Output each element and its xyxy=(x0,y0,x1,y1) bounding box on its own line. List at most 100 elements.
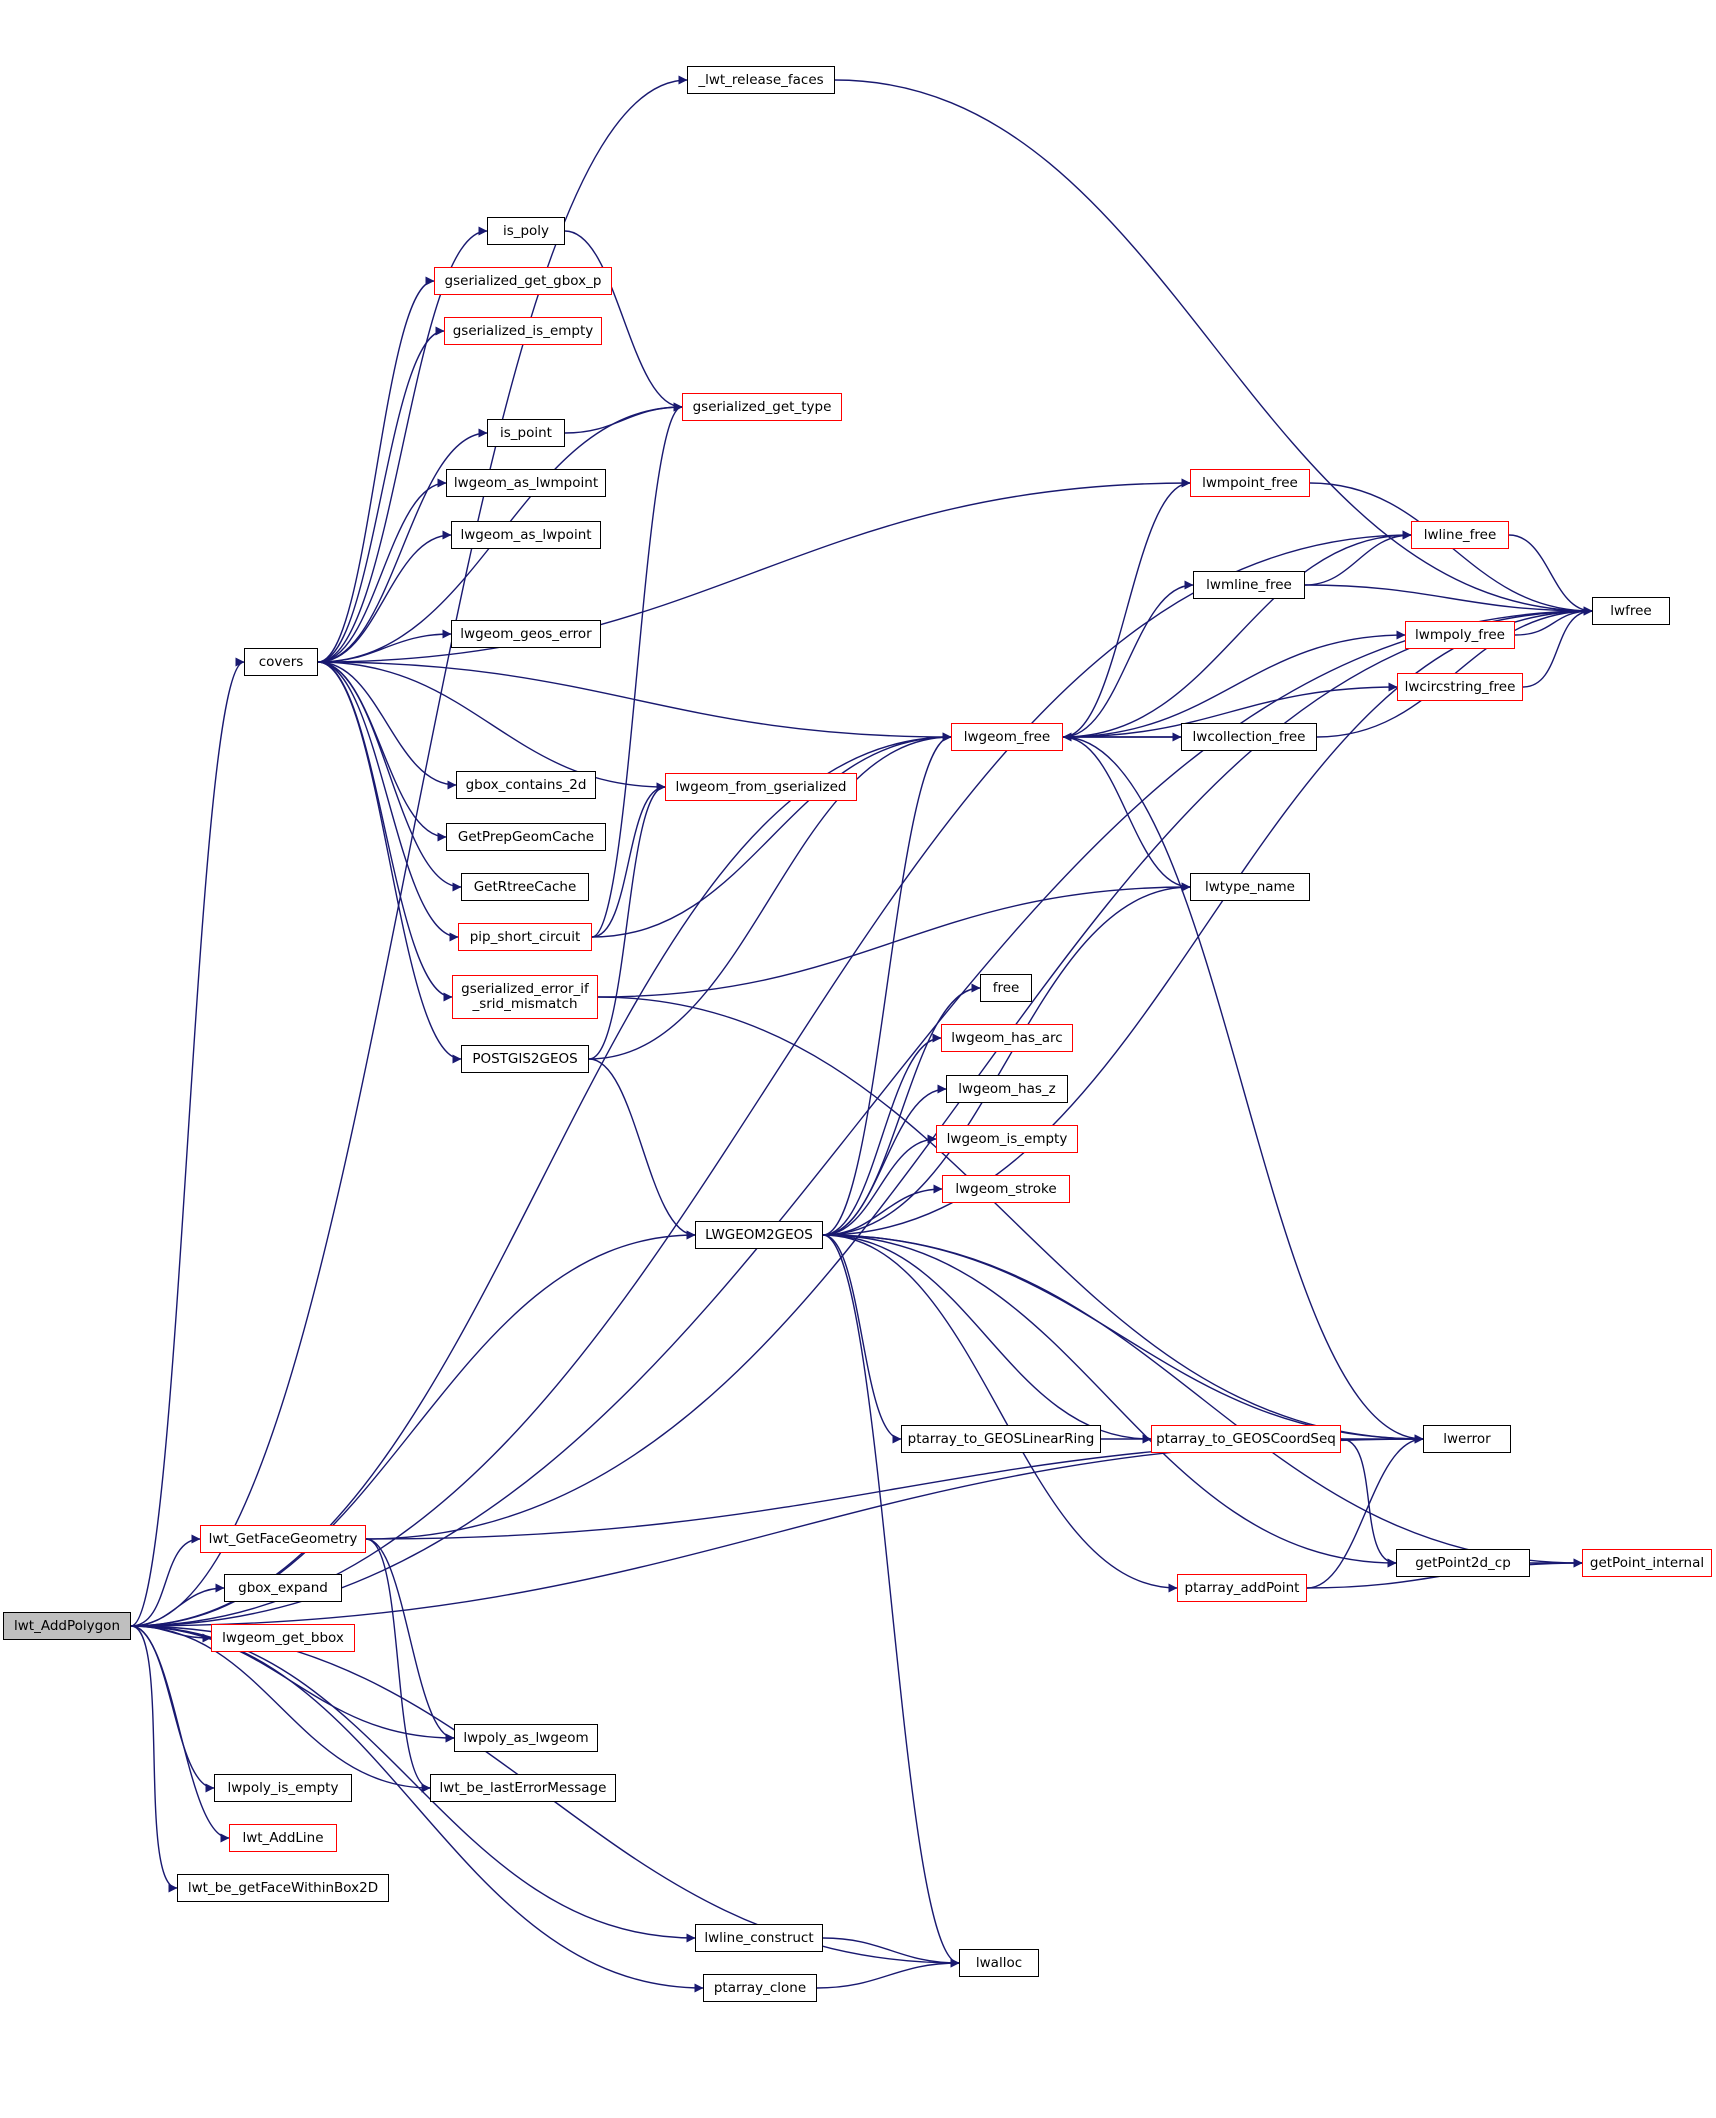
node-lwt-be-getfacewithinbox2d[interactable]: lwt_be_getFaceWithinBox2D xyxy=(177,1874,389,1902)
edge-lwgeom-free-to-lwline-free xyxy=(1062,530,1412,738)
node-lwgeom-get-bbox[interactable]: lwgeom_get_bbox xyxy=(211,1624,355,1652)
edge-lwt-addpolygon-to-lwgeom2geos xyxy=(130,1230,696,1627)
edge-postgis2geos-to-lwgeom-free xyxy=(588,732,952,1060)
edge-lwmline-free-to-lwline-free xyxy=(1304,530,1412,586)
node-getpoint2d-cp[interactable]: getPoint2d_cp xyxy=(1396,1549,1530,1577)
edge-covers-to-postgis2geos xyxy=(317,661,462,1064)
node-lwt-getfacegeometry[interactable]: lwt_GetFaceGeometry xyxy=(200,1525,366,1553)
edge-covers-to-is-point xyxy=(317,428,488,663)
edge-covers-to-gbox-contains-2d xyxy=(317,661,457,790)
node-gserialized-is-empty[interactable]: gserialized_is_empty xyxy=(444,317,602,345)
node--lwt-release-faces[interactable]: _lwt_release_faces xyxy=(687,66,835,94)
node-lwgeom-free[interactable]: lwgeom_free xyxy=(951,723,1063,751)
node-gbox-expand[interactable]: gbox_expand xyxy=(224,1574,342,1602)
edge-lwgeom-free-to-lwcircstring-free xyxy=(1062,682,1398,738)
node-lwmpoint-free[interactable]: lwmpoint_free xyxy=(1190,469,1310,497)
edge-covers-to-lwmpoint-free xyxy=(317,478,1191,663)
edge-ptarray-to-geoscoordseq-to-getpoint2d-cp xyxy=(1340,1438,1397,1568)
node-lwgeom2geos[interactable]: LWGEOM2GEOS xyxy=(695,1221,823,1249)
edge-covers-to-lwgeom-from-gserialized xyxy=(317,661,666,792)
node-lwline-free[interactable]: lwline_free xyxy=(1411,521,1509,549)
edge-covers-to-getrtreecache xyxy=(317,661,462,892)
edge-lwgeom2geos-to-lwgeom-has-arc xyxy=(822,1033,942,1236)
node-lwgeom-as-lwmpoint[interactable]: lwgeom_as_lwmpoint xyxy=(446,469,606,497)
node-lwline-construct[interactable]: lwline_construct xyxy=(695,1924,823,1952)
edge-lwline-free-to-lwfree xyxy=(1508,534,1593,616)
node-lwgeom-geos-error[interactable]: lwgeom_geos_error xyxy=(451,620,601,648)
node-gserialized-error-if-srid-mismatch[interactable]: gserialized_error_if _srid_mismatch xyxy=(452,975,598,1019)
node-getpoint-internal[interactable]: getPoint_internal xyxy=(1582,1549,1712,1577)
node-lwt-be-lasterrormessage[interactable]: lwt_be_lastErrorMessage xyxy=(430,1774,616,1802)
node-lwgeom-is-empty[interactable]: lwgeom_is_empty xyxy=(936,1125,1078,1153)
edge-covers-to-gserialized-error-if-srid-mismatch xyxy=(317,661,453,1002)
edge-lwgeom-free-to-lwmpoint-free xyxy=(1062,478,1191,738)
edge-lwgeom-free-to-lwmpoly-free xyxy=(1062,630,1406,738)
edge-lwt-addpolygon-to-lwline-free xyxy=(130,530,1412,1627)
node-lwerror[interactable]: lwerror xyxy=(1423,1425,1511,1453)
edge-postgis2geos-to-lwgeom-from-gserialized xyxy=(588,782,666,1060)
edge-covers-to-gserialized-get-gbox-p xyxy=(317,276,435,663)
node-lwgeom-as-lwpoint[interactable]: lwgeom_as_lwpoint xyxy=(451,521,601,549)
edge-lwt-addpolygon-to-lwt-be-lasterrormessage xyxy=(130,1625,431,1793)
edge--lwt-release-faces-to-lwfree xyxy=(834,79,1593,616)
node-gserialized-get-gbox-p[interactable]: gserialized_get_gbox_p xyxy=(434,267,612,295)
edge-lwt-addpolygon-to-lwt-getfacegeometry xyxy=(130,1534,201,1627)
edge-lwgeom2geos-to-lwalloc xyxy=(822,1234,960,1968)
edge-covers-to-pip-short-circuit xyxy=(317,661,459,942)
edge-postgis2geos-to-lwgeom2geos xyxy=(588,1058,696,1240)
edge-covers-to-lwgeom-geos-error xyxy=(317,629,452,663)
edge-lwgeom2geos-to-getpoint-internal xyxy=(822,1234,1583,1568)
edge-lwcircstring-free-to-lwfree xyxy=(1522,606,1593,688)
node-lwpoly-is-empty[interactable]: lwpoly_is_empty xyxy=(214,1774,352,1802)
node-lwgeom-from-gserialized[interactable]: lwgeom_from_gserialized xyxy=(665,773,857,801)
edge-lwt-addpolygon-to-ptarray-clone xyxy=(130,1625,704,1993)
node-lwalloc[interactable]: lwalloc xyxy=(959,1949,1039,1977)
node-getprepgeomcache[interactable]: GetPrepGeomCache xyxy=(446,823,606,851)
node-gserialized-get-type[interactable]: gserialized_get_type xyxy=(682,393,842,421)
node-ptarray-addpoint[interactable]: ptarray_addPoint xyxy=(1177,1574,1307,1602)
edge-pip-short-circuit-to-gserialized-get-type xyxy=(591,402,683,938)
edge-ptarray-clone-to-lwalloc xyxy=(816,1958,960,1989)
node-is-point[interactable]: is_point xyxy=(487,419,565,447)
node-ptarray-to-geoslinearring[interactable]: ptarray_to_GEOSLinearRing xyxy=(901,1425,1101,1453)
node-lwt-addline[interactable]: lwt_AddLine xyxy=(229,1824,337,1852)
node-ptarray-to-geoscoordseq[interactable]: ptarray_to_GEOSCoordSeq xyxy=(1151,1425,1341,1453)
edge-lwgeom2geos-to-lwgeom-is-empty xyxy=(822,1134,937,1236)
edge-lwgeom2geos-to-getpoint2d-cp xyxy=(822,1234,1397,1568)
node-lwt-addpolygon: lwt_AddPolygon xyxy=(3,1612,131,1640)
node-gbox-contains-2d[interactable]: gbox_contains_2d xyxy=(456,771,596,799)
edge-covers-to-lwgeom-as-lwmpoint xyxy=(317,478,447,663)
node-postgis2geos[interactable]: POSTGIS2GEOS xyxy=(461,1045,589,1073)
node-lwgeom-has-z[interactable]: lwgeom_has_z xyxy=(946,1075,1068,1103)
node-ptarray-clone[interactable]: ptarray_clone xyxy=(703,1974,817,2002)
node-lwgeom-has-arc[interactable]: lwgeom_has_arc xyxy=(941,1024,1073,1052)
node-free[interactable]: free xyxy=(980,974,1032,1002)
edge-lwgeom2geos-to-lwtype-name xyxy=(822,882,1191,1236)
edge-lwgeom2geos-to-ptarray-to-geoscoordseq xyxy=(822,1234,1152,1444)
node-covers[interactable]: covers xyxy=(244,648,318,676)
node-lwtype-name[interactable]: lwtype_name xyxy=(1190,873,1310,901)
node-lwmline-free[interactable]: lwmline_free xyxy=(1193,571,1305,599)
edge-is-poly-to-gserialized-get-type xyxy=(564,230,683,412)
edge-lwgeom2geos-to-lwgeom-free xyxy=(822,732,952,1236)
edge-lwt-addpolygon-to-lwpoly-is-empty xyxy=(130,1625,215,1793)
edge-gserialized-error-if-srid-mismatch-to-lwerror xyxy=(597,996,1424,1444)
node-lwpoly-as-lwgeom[interactable]: lwpoly_as_lwgeom xyxy=(454,1724,598,1752)
edge-covers-to-is-poly xyxy=(317,226,488,663)
node-lwfree[interactable]: lwfree xyxy=(1592,597,1670,625)
node-lwcollection-free[interactable]: lwcollection_free xyxy=(1181,723,1317,751)
edge-lwt-addpolygon-to-lwgeom-free xyxy=(130,732,952,1627)
node-lwcircstring-free[interactable]: lwcircstring_free xyxy=(1397,673,1523,701)
edge-pip-short-circuit-to-lwgeom-free xyxy=(591,732,952,938)
node-getrtreecache[interactable]: GetRtreeCache xyxy=(461,873,589,901)
edge-lwt-getfacegeometry-to-lwerror xyxy=(365,1434,1424,1540)
edge-lwt-addpolygon-to-lwt-be-getfacewithinbox2d xyxy=(130,1625,178,1893)
edge-lwt-addpolygon-to-lwfree xyxy=(130,606,1593,1627)
edge-lwt-addpolygon-to-lwt-addline xyxy=(130,1625,230,1843)
node-lwgeom-stroke[interactable]: lwgeom_stroke xyxy=(942,1175,1070,1203)
node-lwmpoly-free[interactable]: lwmpoly_free xyxy=(1405,621,1515,649)
node-pip-short-circuit[interactable]: pip_short_circuit xyxy=(458,923,592,951)
node-is-poly[interactable]: is_poly xyxy=(487,217,565,245)
